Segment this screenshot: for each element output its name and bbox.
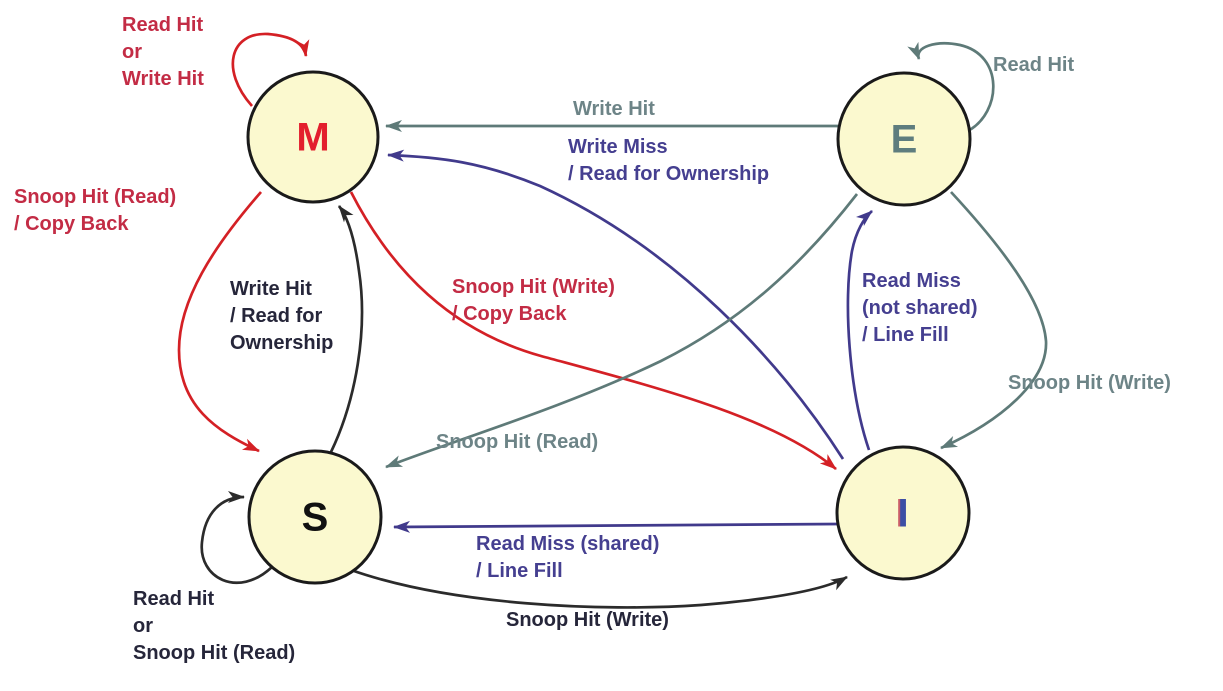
arrow-m-self-loop xyxy=(231,32,310,107)
state-label-i: I xyxy=(897,491,909,536)
arrow-s-self-loop xyxy=(200,491,273,585)
arrow-m-to-i xyxy=(349,191,837,471)
label-i-to-m-write-miss: Write Miss / Read for Ownership xyxy=(568,136,770,185)
state-label-e: E xyxy=(890,117,918,162)
label-e-self-read-hit: Read Hit xyxy=(993,54,1075,76)
arrow-m-to-s xyxy=(177,191,263,453)
label-m-self-read-or-write-hit: Read Hit or Write Hit xyxy=(122,14,204,90)
label-m-to-s-snoop-hit-read: Snoop Hit (Read) / Copy Back xyxy=(14,186,177,235)
label-s-to-m-write-hit: Write Hit / Read for Ownership xyxy=(230,278,334,354)
label-m-to-i-snoop-hit-write: Snoop Hit (Write) / Copy Back xyxy=(452,276,615,325)
label-e-to-m-write-hit: Write Hit xyxy=(573,98,655,120)
arrow-s-to-i xyxy=(350,568,848,609)
state-node-exclusive xyxy=(836,71,972,207)
state-node-modified xyxy=(246,70,380,204)
label-s-to-i-snoop-hit-write: Snoop Hit (Write) xyxy=(506,609,669,631)
label-i-to-e-read-miss-not-shared: Read Miss (not shared) / Line Fill xyxy=(862,270,978,346)
state-node-invalid xyxy=(835,445,971,581)
label-i-to-s-read-miss-shared: Read Miss (shared) / Line Fill xyxy=(476,533,660,582)
label-s-self-read-or-snoop-hit: Read Hit or Snoop Hit (Read) xyxy=(133,588,296,664)
arrow-i-to-e xyxy=(846,209,873,451)
arrow-e-to-i xyxy=(940,191,1048,450)
arrow-s-to-m xyxy=(329,205,364,453)
label-e-to-i-snoop-hit-write: Snoop Hit (Write) xyxy=(1008,372,1171,394)
arrow-i-to-s xyxy=(393,520,839,533)
arrow-e-to-s xyxy=(385,193,859,469)
state-label-s: S xyxy=(301,495,329,540)
label-e-to-s-snoop-hit-read: Snoop Hit (Read) xyxy=(436,431,599,453)
state-label-m: M xyxy=(296,115,330,160)
arrow-i-to-m xyxy=(387,149,845,460)
arrow-e-self-loop xyxy=(907,41,995,133)
state-node-shared xyxy=(247,449,383,585)
